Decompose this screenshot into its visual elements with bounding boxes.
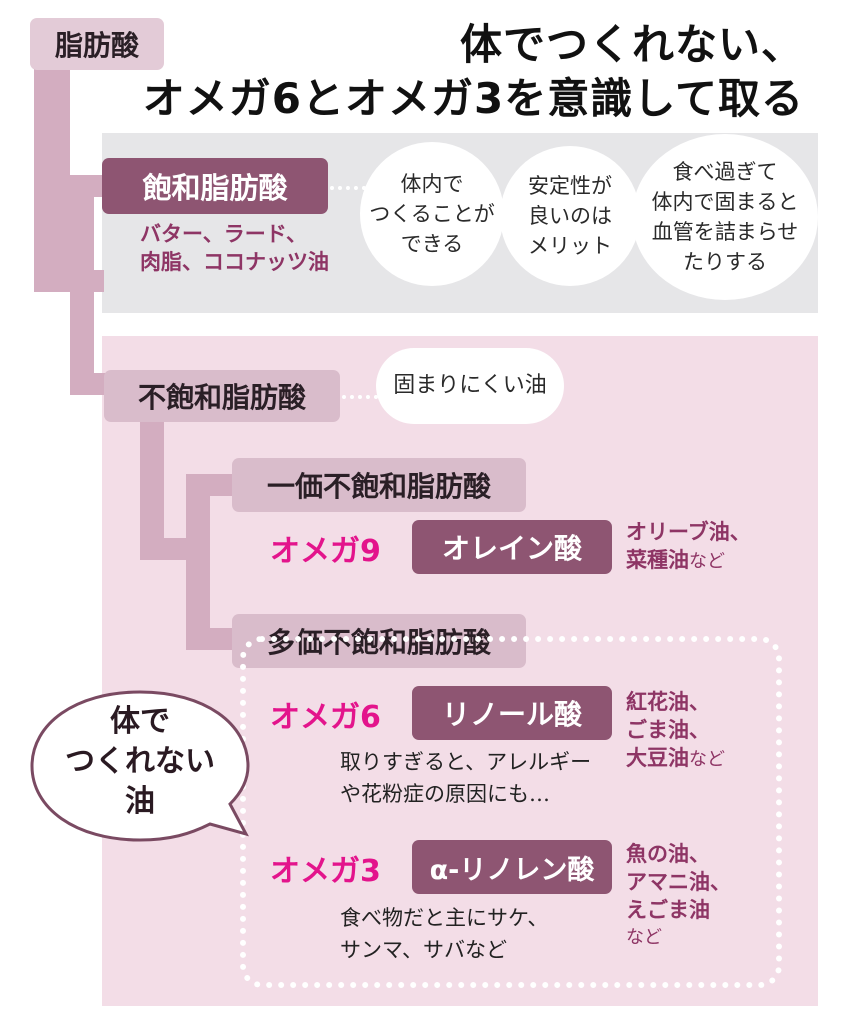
bubble-text: たりする <box>683 250 767 274</box>
connector-sub-vertical <box>186 474 210 650</box>
bubble-can-make-in-body: 体内で つくることが できる <box>360 142 504 286</box>
saturated-example-line: バター、ラード、 <box>140 222 307 246</box>
connector-branch-vertical <box>70 175 94 395</box>
saturated-dotted-link <box>330 186 366 190</box>
speech-line: 油 <box>125 784 155 819</box>
bubble-text: できる <box>400 232 464 256</box>
omega3-example-line: 魚の油、 <box>626 842 710 866</box>
bubble-text: つくることが <box>369 202 495 226</box>
monounsaturated-box: 一価不飽和脂肪酸 <box>232 458 526 512</box>
omega3-example-line: えごま油 <box>626 898 710 922</box>
root-fatty-acid-box: 脂肪酸 <box>30 18 164 70</box>
omega6-note-line: や花粉症の原因にも… <box>340 782 550 806</box>
omega6-example-line: 大豆油 <box>626 746 689 770</box>
bubble-hard-to-solidify: 固まりにくい油 <box>376 348 564 424</box>
saturated-examples: バター、ラード、 肉脂、ココナッツ油 <box>140 220 329 276</box>
connector-unsat-stub <box>140 538 200 560</box>
omega9-suffix: など <box>689 551 725 572</box>
connector-mono-horizontal <box>186 474 238 496</box>
unsaturated-dotted-link <box>342 395 378 399</box>
cannot-make-oil-speech-bubble: 体で つくれない 油 <box>20 684 262 852</box>
main-title: 体でつくれない、 オメガ6とオメガ3を意識して取る <box>143 18 804 126</box>
connector-saturated-horizontal <box>70 175 110 197</box>
omega3-suffix: など <box>626 927 662 948</box>
omega3-examples: 魚の油、 アマニ油、 えごま油 など <box>626 840 731 952</box>
speech-line: つくれない <box>65 744 215 779</box>
connector-unsat-vertical <box>140 412 164 560</box>
omega6-examples: 紅花油、 ごま油、 大豆油など <box>626 688 725 774</box>
saturated-fatty-acid-box: 飽和脂肪酸 <box>102 158 328 214</box>
connector-poly-horizontal <box>186 628 238 650</box>
omega6-example-line: 紅花油、 <box>626 690 710 714</box>
connector-unsaturated-horizontal <box>70 373 110 395</box>
bubble-text: 安定性が <box>528 174 612 198</box>
omega9-example-line: オリーブ油、 <box>626 520 751 544</box>
unsaturated-panel <box>102 336 818 1006</box>
omega9-example-line: 菜種油 <box>626 548 689 572</box>
bubble-stability-merit: 安定性が 良いのは メリット <box>500 146 640 286</box>
bubble-overeating-risk: 食べ過ぎて 体内で固まると 血管を詰まらせ たりする <box>632 134 818 300</box>
omega3-note-line: 食べ物だと主にサケ、 <box>340 906 549 930</box>
bubble-text: 血管を詰まらせ <box>651 220 799 244</box>
omega6-note-line: 取りすぎると、アレルギー <box>340 750 592 774</box>
unsaturated-fatty-acid-box: 不飽和脂肪酸 <box>104 370 340 422</box>
cannot-make-in-body-frame <box>240 636 782 988</box>
connector-root-vertical <box>34 60 70 292</box>
speech-bubble-text: 体で つくれない 油 <box>32 702 248 822</box>
omega6-note: 取りすぎると、アレルギー や花粉症の原因にも… <box>340 746 591 810</box>
title-line-1: 体でつくれない、 <box>459 20 804 69</box>
title-line-2: オメガ6とオメガ3を意識して取る <box>142 74 804 123</box>
alpha-linolenic-acid-box: α-リノレン酸 <box>412 840 612 894</box>
bubble-text: 固まりにくい油 <box>393 373 547 398</box>
bubble-text: 体内で固まると <box>651 190 799 214</box>
speech-line: 体で <box>110 704 170 739</box>
linoleic-acid-box: リノール酸 <box>412 686 612 740</box>
bubble-text: メリット <box>528 234 612 258</box>
omega9-examples: オリーブ油、 菜種油など <box>626 518 751 576</box>
omega6-label: オメガ6 <box>270 700 381 735</box>
oleic-acid-box: オレイン酸 <box>412 520 612 574</box>
bubble-text: 良いのは <box>528 204 612 228</box>
omega6-example-line: ごま油、 <box>626 718 710 742</box>
omega9-label: オメガ9 <box>270 534 381 569</box>
bubble-text: 体内で <box>400 172 464 196</box>
omega3-note: 食べ物だと主にサケ、 サンマ、サバなど <box>340 902 548 966</box>
saturated-example-line: 肉脂、ココナッツ油 <box>140 250 329 274</box>
omega3-label: オメガ3 <box>270 854 381 889</box>
bubble-text: 食べ過ぎて <box>672 160 778 184</box>
omega3-note-line: サンマ、サバなど <box>340 938 507 962</box>
speech-bubble-shape <box>30 690 250 842</box>
omega3-example-line: アマニ油、 <box>626 870 731 894</box>
omega6-suffix: など <box>689 749 725 770</box>
